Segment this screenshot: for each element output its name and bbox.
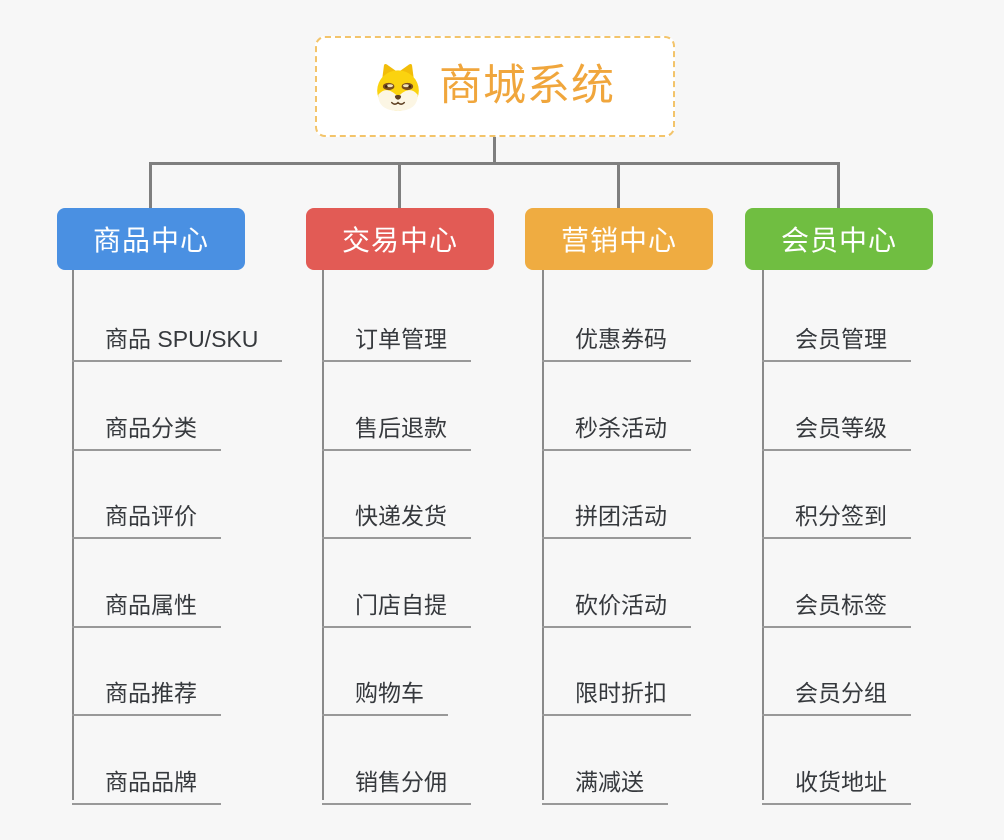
leaf-node[interactable]: 商品 SPU/SKU <box>72 316 283 362</box>
branch-node-member-center[interactable]: 会员中心 <box>745 208 933 270</box>
leaf-node[interactable]: 优惠券码 <box>542 316 691 362</box>
connector-horizontal-bus <box>149 162 840 165</box>
leaf-node[interactable]: 会员分组 <box>762 670 911 716</box>
leaf-node[interactable]: 商品推荐 <box>72 670 221 716</box>
leaf-node[interactable]: 售后退款 <box>322 405 471 451</box>
leaf-node[interactable]: 商品分类 <box>72 405 221 451</box>
connector-branch-trunk <box>72 270 74 800</box>
connector-branch-trunk <box>542 270 544 800</box>
leaf-node[interactable]: 商品评价 <box>72 493 221 539</box>
branch-node-product-center[interactable]: 商品中心 <box>57 208 245 270</box>
connector-branch-trunk <box>762 270 764 800</box>
branch-label: 商品中心 <box>92 225 209 256</box>
leaf-node[interactable]: 秒杀活动 <box>542 405 691 451</box>
leaf-node[interactable]: 砍价活动 <box>542 582 691 628</box>
leaf-node[interactable]: 拼团活动 <box>542 493 691 539</box>
leaf-node[interactable]: 购物车 <box>322 670 448 716</box>
connector-root-drop <box>493 137 496 165</box>
connector-branch-drop <box>617 162 620 208</box>
leaf-node[interactable]: 限时折扣 <box>542 670 691 716</box>
branch-label: 交易中心 <box>341 225 458 256</box>
leaf-node[interactable]: 会员管理 <box>762 316 911 362</box>
leaf-node[interactable]: 积分签到 <box>762 493 911 539</box>
leaf-node[interactable]: 销售分佣 <box>322 759 471 805</box>
branch-label: 会员中心 <box>780 225 897 256</box>
leaf-node[interactable]: 会员等级 <box>762 405 911 451</box>
leaf-node[interactable]: 门店自提 <box>322 582 471 628</box>
connector-branch-trunk <box>322 270 324 800</box>
leaf-node[interactable]: 商品品牌 <box>72 759 221 805</box>
connector-branch-drop <box>837 162 840 208</box>
root-node[interactable]: 商城系统 <box>315 36 675 137</box>
shiba-dog-icon <box>375 62 421 112</box>
branch-label: 营销中心 <box>560 225 677 256</box>
branch-node-marketing-center[interactable]: 营销中心 <box>525 208 713 270</box>
leaf-node[interactable]: 会员标签 <box>762 582 911 628</box>
branch-node-trade-center[interactable]: 交易中心 <box>306 208 494 270</box>
leaf-node[interactable]: 快递发货 <box>322 493 471 539</box>
root-title: 商城系统 <box>439 62 615 110</box>
leaf-node[interactable]: 商品属性 <box>72 582 221 628</box>
leaf-node[interactable]: 收货地址 <box>762 759 911 805</box>
leaf-node[interactable]: 满减送 <box>542 759 668 805</box>
connector-branch-drop <box>149 162 152 208</box>
connector-branch-drop <box>398 162 401 208</box>
leaf-node[interactable]: 订单管理 <box>322 316 471 362</box>
